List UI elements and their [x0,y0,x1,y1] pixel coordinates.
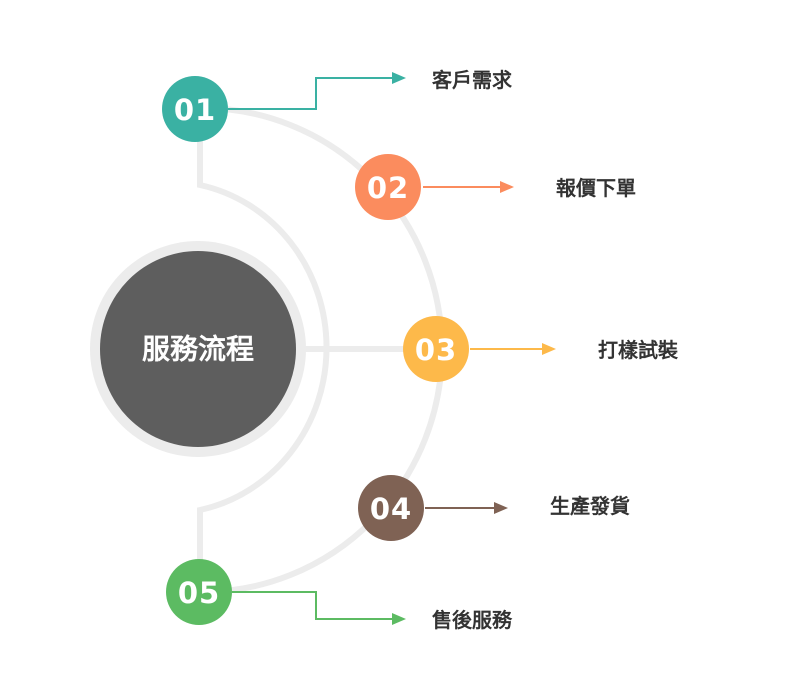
center-title: 服務流程 [142,333,254,366]
step-circle-04 [358,475,424,541]
step-label-03: 打樣試裝 [598,338,679,362]
connectors [228,72,556,625]
arrowhead-05 [392,613,406,625]
arrowhead-02 [500,181,514,193]
connector-05 [232,591,394,620]
step-circle-03 [403,316,469,382]
connector-01 [228,77,394,110]
center-circle [100,251,296,447]
arrowhead-01 [392,72,406,84]
arrowhead-04 [494,502,508,514]
step-number-05: 05 [178,576,220,610]
step-nodes: 01 02 03 04 05 [162,76,469,625]
step-01: 01 [162,76,228,142]
step-circle-02 [355,154,421,220]
step-label-01: 客戶需求 [431,68,513,92]
step-circle-05 [166,559,232,625]
arrowhead-03 [542,343,556,355]
step-label-04: 生產發貨 [550,494,630,518]
step-label-02: 報價下單 [556,176,636,200]
step-number-02: 02 [367,171,409,205]
step-labels: 客戶需求 報價下單 打樣試裝 生產發貨 售後服務 [431,68,679,632]
step-05: 05 [166,559,232,625]
step-number-04: 04 [370,492,412,526]
step-04: 04 [358,475,424,541]
center-node: 服務流程 [90,241,306,457]
step-number-03: 03 [415,333,457,367]
step-number-01: 01 [174,93,216,127]
step-02: 02 [355,154,421,220]
step-circle-01 [162,76,228,142]
step-label-05: 售後服務 [432,608,513,632]
step-03: 03 [403,316,469,382]
